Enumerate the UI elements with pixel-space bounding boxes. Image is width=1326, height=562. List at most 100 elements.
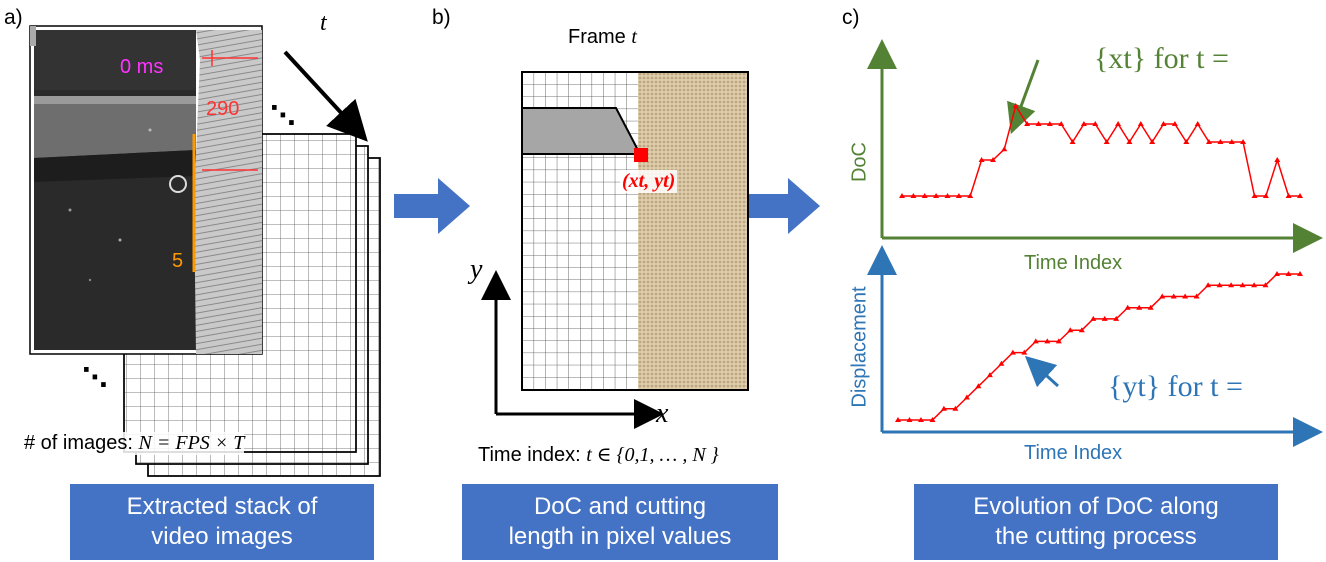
displacement-chart-annotation: {yt} for t = <box>1108 370 1243 403</box>
doc-data-point <box>1069 139 1076 144</box>
doc-data-point <box>1092 121 1099 126</box>
displacement-data-point <box>1170 293 1177 299</box>
panel-b-letter: b) <box>432 6 451 29</box>
doc-data-point <box>1251 193 1258 198</box>
doc-data-point <box>1194 121 1201 126</box>
displacement-data-point <box>1124 304 1131 310</box>
doc-data-point <box>944 193 951 198</box>
displacement-data-point <box>1193 293 1200 299</box>
displacement-data-point <box>1136 304 1143 310</box>
doc-data-point <box>933 193 940 198</box>
video-frame-photo <box>29 25 263 355</box>
doc-data-point <box>1080 121 1087 126</box>
panel-c-caption: Evolution of DoC along the cutting proce… <box>914 484 1278 560</box>
doc-data-point <box>1228 139 1235 144</box>
photo-time-label: 0 ms <box>120 56 164 78</box>
displacement-data-point <box>1090 315 1097 321</box>
material-region <box>638 72 748 390</box>
photo-number-bottom: 5 <box>172 250 184 272</box>
displacement-data-point <box>1032 338 1039 344</box>
displacement-data-point <box>1228 282 1235 288</box>
doc-data-point <box>1012 103 1019 108</box>
doc-data-point <box>1058 121 1065 126</box>
doc-data-point <box>1183 139 1190 144</box>
displacement-data-point <box>1297 271 1303 276</box>
displacement-data-point <box>1216 282 1223 288</box>
displacement-annotation-arrow <box>1024 355 1060 388</box>
displacement-data-point <box>1159 293 1166 299</box>
doc-data-point <box>990 157 996 162</box>
stack-dots-top: ⋱ <box>270 100 296 130</box>
doc-data-point <box>1240 139 1247 144</box>
doc-data-point <box>955 193 962 198</box>
displacement-data-point <box>1147 304 1154 310</box>
displacement-data-point <box>1009 349 1016 355</box>
displacement-data-point <box>986 372 993 378</box>
doc-data-point <box>1171 121 1178 126</box>
doc-data-point <box>910 193 917 198</box>
time-index-text: Time index: t ∈ {0,1, … , N } <box>478 442 719 467</box>
doc-data-point <box>1126 139 1133 144</box>
tool-tip-coordinate: (xt, yt) <box>620 170 678 193</box>
displacement-data-point <box>952 405 959 411</box>
frame-title-text: Frame <box>568 26 632 48</box>
doc-data-point <box>899 193 905 198</box>
frame-title: Frame t <box>568 26 637 49</box>
displacement-ylabel-wrap: Displacement <box>848 262 872 432</box>
panel-a-caption-line1: Extracted stack of <box>126 493 318 520</box>
time-index-prefix: Time index: <box>478 444 587 466</box>
tool-tip-point <box>634 148 648 162</box>
doc-data-point <box>1206 139 1212 144</box>
time-axis-label: t <box>320 10 327 36</box>
displacement-data-point <box>1044 338 1051 344</box>
panel-c-caption-line1: Evolution of DoC along <box>973 493 1219 520</box>
stack-dots-bottom: ⋱ <box>82 362 108 392</box>
image-count-text: # of images: N = FPS × T <box>24 432 245 455</box>
panel-a-caption: Extracted stack of video images <box>70 484 374 560</box>
panel-a-letter: a) <box>4 6 23 29</box>
displacement-data-point <box>1021 349 1028 355</box>
time-index-set: t ∈ {0,1, … , N } <box>586 444 719 466</box>
displacement-data-point <box>1239 282 1246 288</box>
displacement-data-point <box>1067 327 1074 333</box>
doc-data-point <box>1297 193 1303 198</box>
displacement-data-point <box>1101 315 1108 321</box>
doc-data-point <box>1103 139 1110 144</box>
doc-data-point <box>1285 193 1292 198</box>
doc-data-point <box>1160 121 1167 126</box>
doc-data-point <box>1035 121 1042 126</box>
displacement-data-point <box>963 394 970 400</box>
frame-title-var: t <box>631 26 637 48</box>
frame-x-axis-label: x <box>656 398 669 429</box>
doc-data-point <box>1149 139 1156 144</box>
panel-b-caption-line2: length in pixel values <box>508 523 732 550</box>
image-count-formula: N = FPS × T <box>138 432 245 454</box>
displacement-data-point <box>940 405 947 411</box>
displacement-data-point <box>975 383 982 389</box>
doc-data-point <box>1274 157 1281 162</box>
doc-ylabel-wrap: DoC <box>848 132 872 192</box>
doc-data-point <box>967 193 974 198</box>
displacement-chart-ylabel: Displacement <box>848 286 871 408</box>
displacement-data-point <box>906 417 913 422</box>
doc-data-point <box>1001 146 1008 152</box>
displacement-data-point <box>1182 293 1189 299</box>
doc-data-point <box>978 157 985 162</box>
panel-a-caption-line2: video images <box>151 523 293 550</box>
displacement-data-point <box>1205 282 1212 288</box>
displacement-data-point <box>1113 315 1120 321</box>
flow-arrow-a-to-b <box>394 178 470 234</box>
doc-data-point <box>1217 139 1224 144</box>
displacement-data-point <box>1078 327 1085 333</box>
panel-b-caption-line1: DoC and cutting <box>533 493 707 520</box>
time-axis-arrow <box>283 50 368 142</box>
flow-arrow-b-to-c <box>744 178 820 234</box>
displacement-data-point <box>1251 282 1258 288</box>
doc-series-line <box>902 104 1300 197</box>
doc-chart-annotation: {xt} for t = <box>1094 42 1229 75</box>
displacement-data-point <box>929 417 936 422</box>
doc-annotation-arrow <box>1007 59 1040 135</box>
frame-y-axis-label: y <box>470 254 483 285</box>
displacement-chart-xlabel: Time Index <box>1024 442 1123 464</box>
doc-data-point <box>1262 193 1269 198</box>
